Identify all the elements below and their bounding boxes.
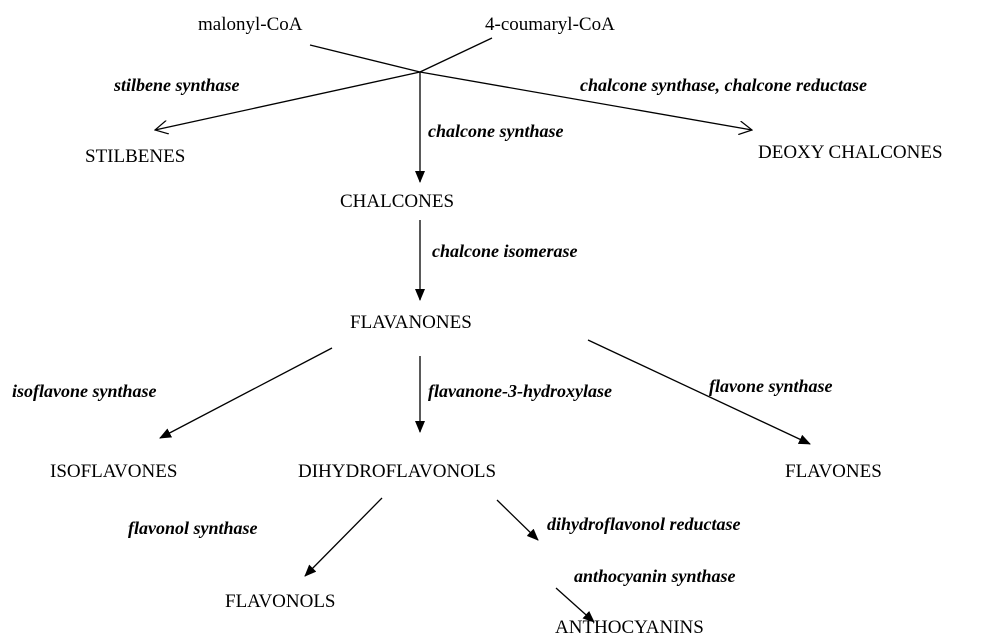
enzyme-dihydroflavonol-reductase: dihydroflavonol reductase <box>547 514 741 534</box>
node-4-coumaryl-coa: 4-coumaryl-CoA <box>485 14 615 35</box>
arrow-to-deoxy-chalcones <box>419 71 752 130</box>
node-flavanones: FLAVANONES <box>350 312 472 333</box>
enzyme-chalcone-isomerase: chalcone isomerase <box>432 241 578 261</box>
node-stilbenes: STILBENES <box>85 146 186 167</box>
node-dihydroflavonols: DIHYDROFLAVONOLS <box>298 461 497 482</box>
arrow-to-leucoanthocyanidins <box>496 499 539 541</box>
node-anthocyanins: ANTHOCYANINS <box>555 617 704 638</box>
enzyme-chalcone-synthase-reductase: chalcone synthase, chalcone reductase <box>580 75 867 95</box>
cross-line-malonyl <box>309 44 421 73</box>
arrow-to-flavones <box>587 339 811 445</box>
node-flavonols: FLAVONOLS <box>225 591 336 612</box>
enzyme-flavone-synthase: flavone synthase <box>709 376 833 396</box>
enzyme-stilbene-synthase: stilbene synthase <box>114 75 240 95</box>
enzyme-chalcone-synthase: chalcone synthase <box>428 121 564 141</box>
node-flavones: FLAVONES <box>785 461 882 482</box>
arrow-to-anthocyanins <box>555 587 595 623</box>
cross-line-coumaryl <box>419 37 493 73</box>
arrow-to-isoflavones <box>159 347 333 439</box>
node-deoxy-chalcones: DEOXY CHALCONES <box>758 142 943 163</box>
node-isoflavones: ISOFLAVONES <box>50 461 178 482</box>
enzyme-flavonol-synthase: flavonol synthase <box>128 518 258 538</box>
node-malonyl-coa: malonyl-CoA <box>198 14 303 35</box>
enzyme-isoflavone-synthase: isoflavone synthase <box>12 381 157 401</box>
arrow-to-flavonols <box>304 497 383 577</box>
arrow-to-stilbenes <box>155 71 421 130</box>
node-chalcones: CHALCONES <box>340 191 455 212</box>
enzyme-anthocyanin-synthase: anthocyanin synthase <box>574 566 736 586</box>
enzyme-flavanone-3-hydroxylase: flavanone-3-hydroxylase <box>428 381 612 401</box>
